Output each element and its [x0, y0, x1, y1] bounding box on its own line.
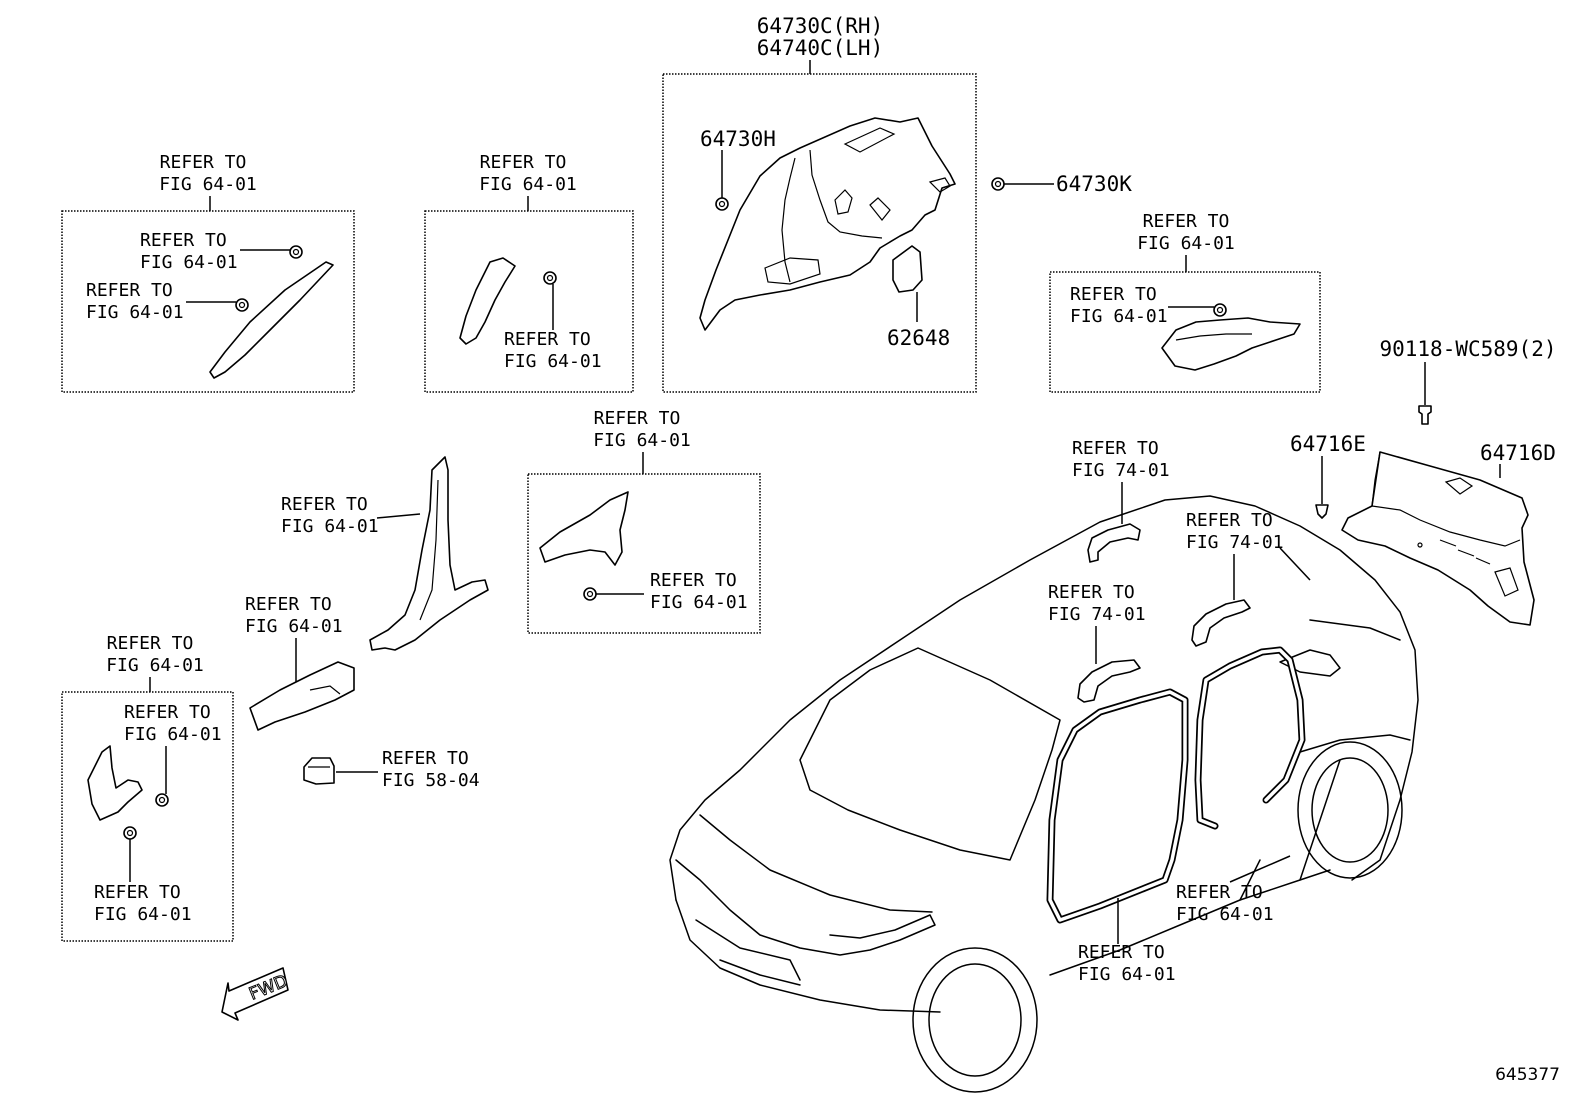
part-number-64730K: 64730K [1056, 172, 1132, 196]
refer-to-label: REFER TO [504, 329, 591, 350]
cover-plate-part [892, 245, 923, 293]
refer-to-label: REFER TO [124, 702, 211, 723]
callout-box-garnish [424, 210, 634, 393]
figure-reference-label: FIG 64-01 [245, 616, 343, 637]
part-number-62648: 62648 [887, 326, 950, 350]
vehicle-outline [669, 495, 1419, 1093]
figure-reference-label: FIG 64-01 [1176, 904, 1274, 925]
refer-to-label: REFER TO [1186, 510, 1273, 531]
refer-to-label: REFER TO [594, 408, 681, 429]
figure-reference-label: FIG 64-01 [650, 592, 748, 613]
clip-part [1213, 303, 1227, 317]
clip-part [123, 826, 137, 840]
clip-part [715, 197, 729, 211]
figure-reference-label: FIG 64-01 [159, 174, 257, 195]
deck-side-trim [1161, 317, 1301, 371]
figure-reference-label: FIG 64-01 [281, 516, 379, 537]
refer-to-label: REFER TO [94, 882, 181, 903]
refer-to-label: REFER TO [245, 594, 332, 615]
leader-line [376, 513, 421, 519]
figure-reference-label: FIG 64-01 [94, 904, 192, 925]
scuff-plate [249, 661, 355, 731]
part-number-90118-WC589: 90118-WC589(2) [1379, 337, 1556, 361]
refer-to-label: REFER TO [281, 494, 368, 515]
back-door-trim-board [1341, 451, 1535, 626]
clip-part [289, 245, 303, 259]
refer-to-label: REFER TO [107, 633, 194, 654]
forward-direction-arrow: FWD [221, 967, 291, 1021]
refer-to-label: REFER TO [1143, 211, 1230, 232]
clip-part [235, 298, 249, 312]
figure-reference-label: FIG 64-01 [479, 174, 577, 195]
callout-box-a-pillar [61, 210, 355, 393]
figure-reference-label: FIG 64-01 [1137, 233, 1235, 254]
part-number-64740C-lh: 64740C(LH) [757, 36, 883, 60]
quarter-trim-panel [699, 117, 956, 331]
figure-reference-label: FIG 64-01 [106, 655, 204, 676]
figure-reference-label: FIG 64-01 [86, 302, 184, 323]
callout-box-kick-panel [61, 691, 234, 942]
refer-to-label: REFER TO [382, 748, 469, 769]
refer-to-label: REFER TO [480, 152, 567, 173]
refer-to-label: REFER TO [140, 230, 227, 251]
refer-to-label: REFER TO [1070, 284, 1157, 305]
front-door-weatherstrip [1046, 688, 1189, 924]
pillar-garnish-upper [459, 257, 516, 345]
pillar-garnish-lower [539, 491, 629, 566]
figure-reference-label: FIG 64-01 [124, 724, 222, 745]
callout-box-quarter-trim [662, 73, 977, 393]
part-number-64716D: 64716D [1480, 441, 1556, 465]
diagram-number: 645377 [1495, 1065, 1560, 1085]
figure-reference-label: FIG 64-01 [504, 351, 602, 372]
part-number-64716E: 64716E [1290, 432, 1366, 456]
refer-to-label: REFER TO [1078, 942, 1165, 963]
clip-part [543, 271, 557, 285]
clip-part [155, 793, 169, 807]
assist-grip-front [1087, 523, 1141, 563]
figure-reference-label: FIG 58-04 [382, 770, 480, 791]
fwd-label: FWD [246, 971, 290, 1004]
screw-part [1418, 405, 1432, 425]
figure-reference-label: FIG 64-01 [1078, 964, 1176, 985]
leader-line [1229, 855, 1291, 883]
refer-to-label: REFER TO [650, 570, 737, 591]
assist-grip-middle [1077, 659, 1141, 703]
refer-to-label: REFER TO [1176, 882, 1263, 903]
figure-reference-label: FIG 64-01 [140, 252, 238, 273]
figure-reference-label: FIG 74-01 [1186, 532, 1284, 553]
connector-part [303, 757, 335, 785]
clip-part [991, 177, 1005, 191]
callout-box-deck-trim [1049, 271, 1321, 393]
refer-to-label: REFER TO [160, 152, 247, 173]
a-pillar-garnish [209, 261, 334, 379]
clip-part [583, 587, 597, 601]
figure-reference-label: FIG 64-01 [1070, 306, 1168, 327]
assist-grip-rear [1191, 599, 1251, 647]
refer-to-label: REFER TO [1048, 582, 1135, 603]
part-number-64730H: 64730H [700, 127, 776, 151]
leader-line [1279, 547, 1311, 581]
clip-part [1315, 504, 1329, 519]
part-number-64730C-rh: 64730C(RH) [757, 14, 883, 38]
figure-reference-label: FIG 74-01 [1072, 460, 1170, 481]
b-pillar-garnish [369, 456, 489, 651]
cowl-side-trim [87, 745, 143, 821]
rear-door-weatherstrip [1194, 646, 1306, 830]
figure-reference-label: FIG 74-01 [1048, 604, 1146, 625]
callout-box-pillar-lower [527, 473, 761, 634]
refer-to-label: REFER TO [1072, 438, 1159, 459]
refer-to-label: REFER TO [86, 280, 173, 301]
figure-reference-label: FIG 64-01 [593, 430, 691, 451]
